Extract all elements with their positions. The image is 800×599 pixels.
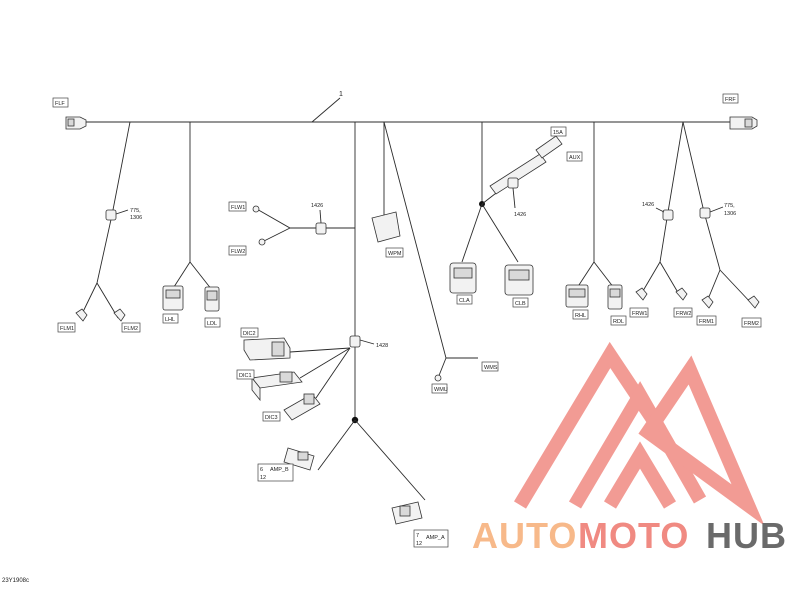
label-flm2: FLM2 [124, 326, 138, 332]
label-frw2: FRW2 [676, 311, 691, 317]
central-trunk [317, 122, 426, 501]
label-frw1: FRW1 [632, 311, 647, 317]
label-flm1: FLM1 [60, 326, 74, 332]
label-flw2: FLW2 [231, 249, 245, 255]
label-cla: CLA [459, 298, 470, 304]
label-dic1: DIC1 [239, 373, 252, 379]
branch-lhl-ldl: LHL LDL [162, 122, 221, 328]
label-rhl: RHL [575, 313, 586, 319]
branch-frw-frm: 1426 775, 1306 FRW1 FRW2 FRM1 FRM2 [629, 121, 762, 328]
label-wpm: WPM [388, 251, 402, 257]
label-12-a: 12 [416, 541, 422, 547]
label-flf: FLF [55, 101, 65, 107]
branch-dic: 1428 DIC2 DIC1 DIC3 [236, 327, 388, 422]
label-rdl: RDL [613, 319, 624, 325]
callout-775-right: 775, [724, 203, 735, 209]
callout-1428: 1428 [376, 343, 388, 349]
label-7-a: 7 [416, 533, 419, 539]
connector-amp-b: 6 AMP_B 12 [257, 447, 315, 482]
label-wms: WMS [484, 365, 498, 371]
callout-1426-top: 1426 [311, 203, 323, 209]
label-clb: CLB [515, 301, 526, 307]
label-frm1: FRM1 [699, 319, 714, 325]
connector-frf: FRF [722, 93, 758, 130]
label-frm2: FRM2 [744, 321, 759, 327]
branch-cla-clb-aux: 15A AUX 1426 CLA CLB [449, 122, 583, 308]
branch-wmu-wms: WMU WMS [383, 121, 499, 394]
label-wmu: WMU [434, 387, 448, 393]
callout-1426-aux: 1426 [514, 212, 526, 218]
label-15a: 15A [553, 130, 563, 136]
branch-rhl-rdl: RHL RDL [565, 122, 627, 326]
drawing-code: 23Y1908c [2, 578, 30, 584]
callout-775-left: 775, [130, 208, 141, 214]
callout-1426-right: 1426 [642, 202, 654, 208]
label-flw1: FLW1 [231, 205, 245, 211]
label-dic3: DIC3 [265, 415, 278, 421]
callout-1306-left: 1306 [130, 215, 142, 221]
branch-flw-wpm: FLW1 FLW2 1426 WPM [228, 122, 404, 258]
label-lhl: LHL [165, 317, 175, 323]
branch-flm: 775, 1306 FLM1 FLM2 [57, 121, 142, 333]
label-aux: AUX [569, 155, 581, 161]
label-frf: FRF [725, 97, 736, 103]
label-amp-b: AMP_B [270, 467, 289, 473]
label-12-b: 12 [260, 475, 266, 481]
callout-main: 1 [339, 91, 343, 98]
label-amp-a: AMP_A [426, 535, 445, 541]
connector-amp-a: 7 AMP_A 12 [391, 501, 449, 548]
callout-1306-right: 1306 [724, 211, 736, 217]
label-ldl: LDL [207, 321, 217, 327]
main-trunk: 1 [80, 91, 745, 123]
label-dic2: DIC2 [243, 331, 256, 337]
connector-flf: FLF [52, 97, 87, 130]
label-6-b: 6 [260, 467, 263, 473]
